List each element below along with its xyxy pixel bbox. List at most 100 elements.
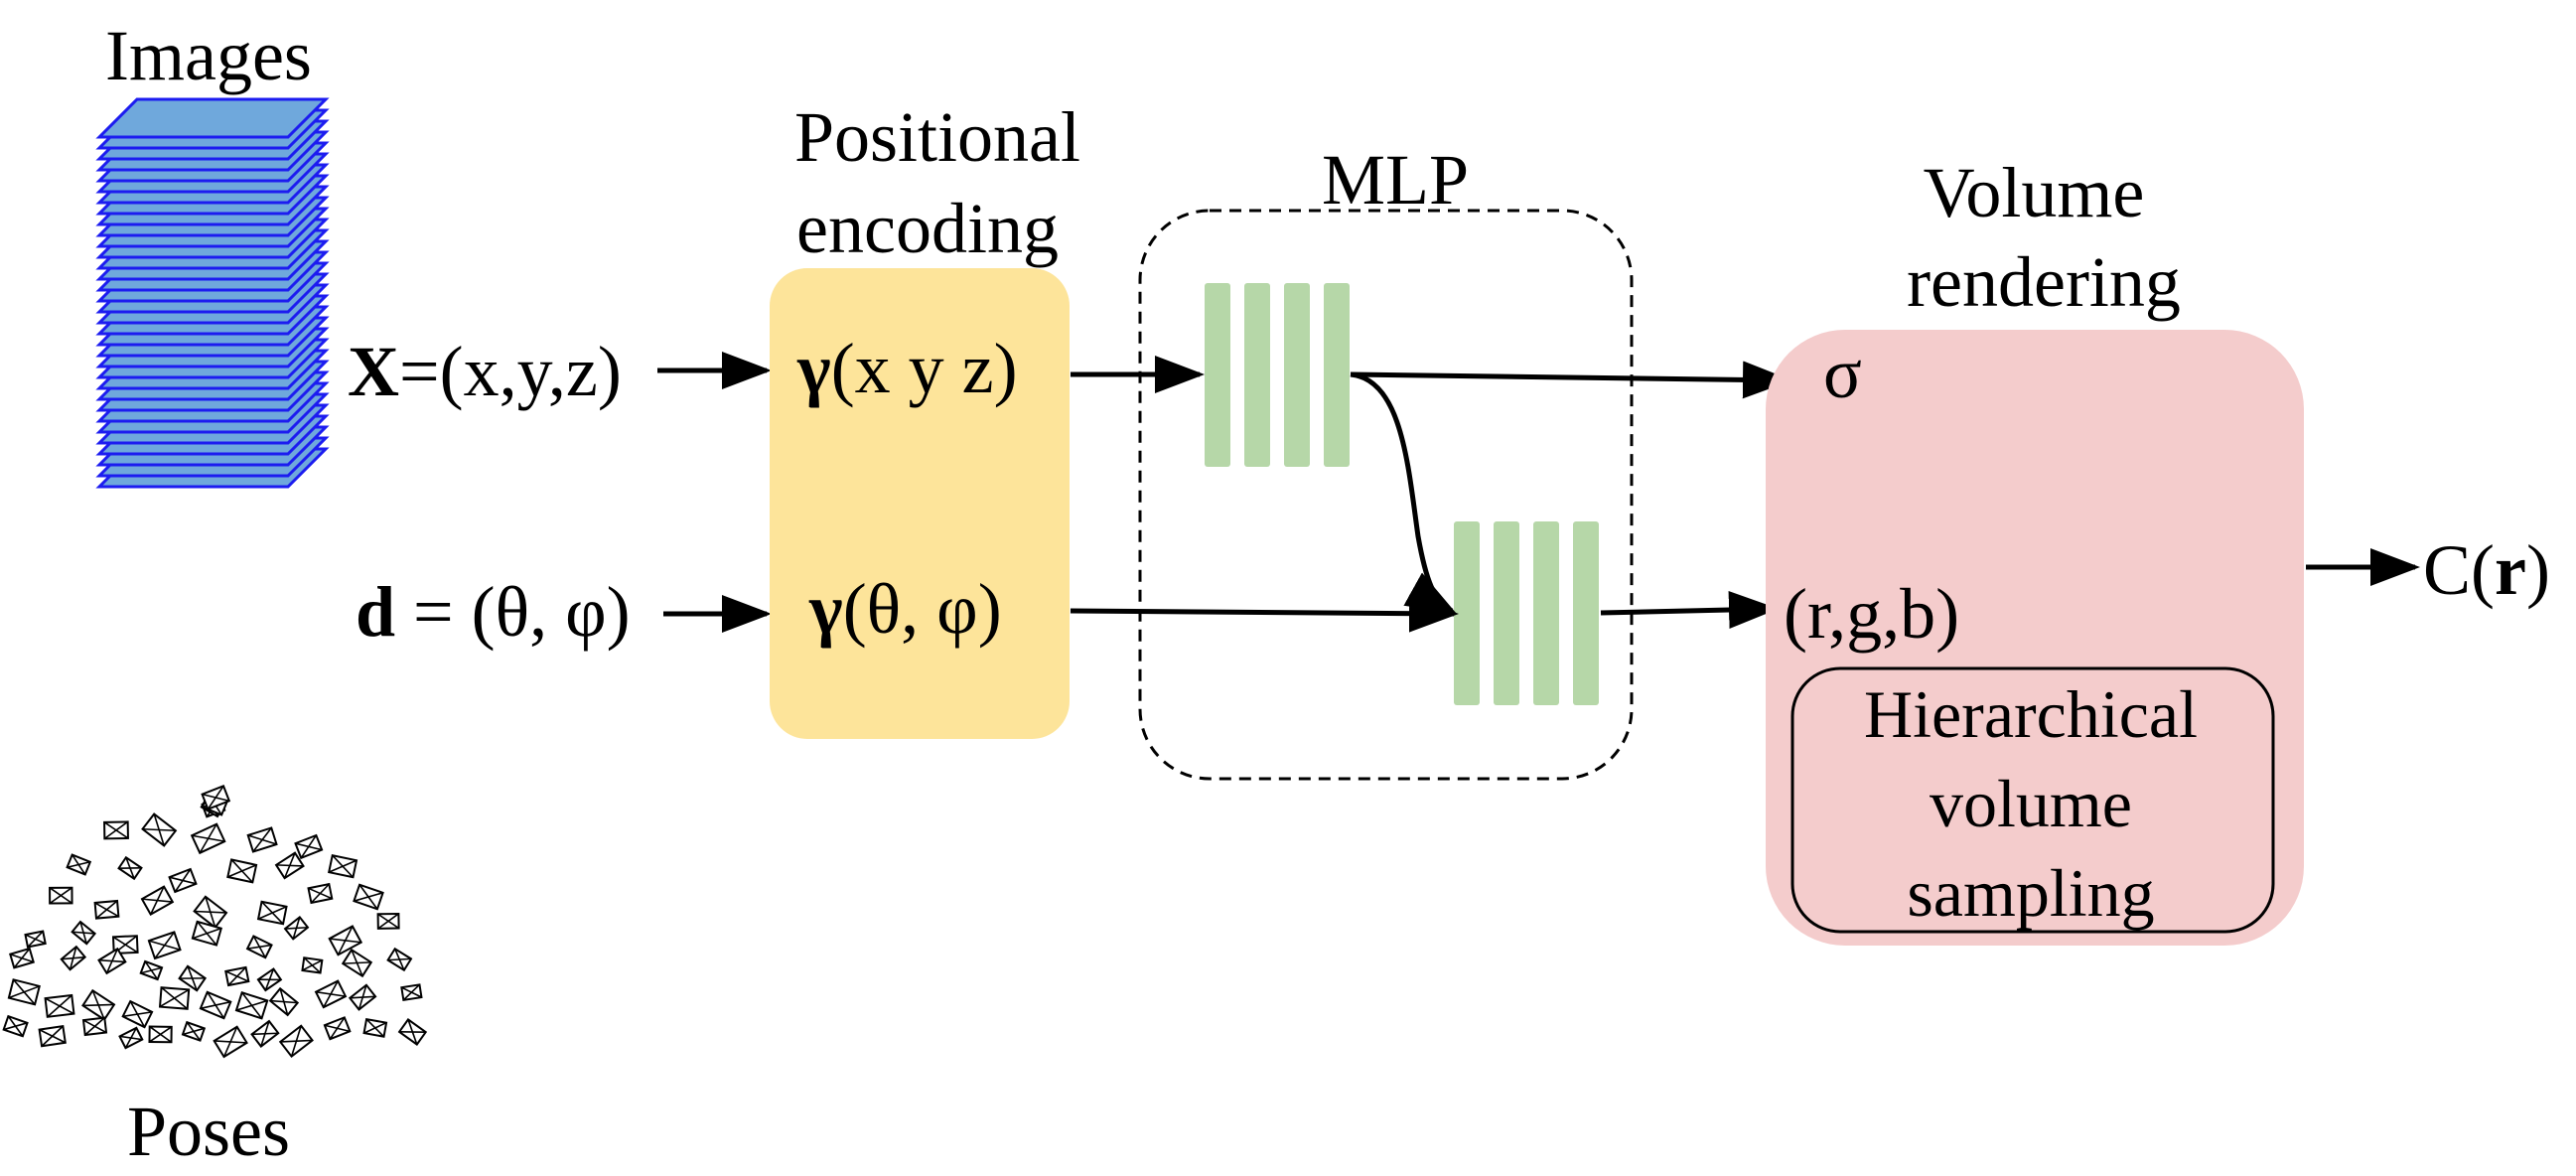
camera-pose-icon	[60, 945, 87, 971]
color-mlp-layer	[1494, 521, 1519, 705]
camera-pose-icon	[353, 883, 384, 911]
direction-input: d = (θ, φ)	[356, 572, 631, 652]
ray-symbol: r	[2495, 530, 2526, 610]
camera-pose-icon	[168, 867, 198, 894]
image-slice	[95, 97, 330, 139]
gamma-symbol: γ	[796, 329, 831, 408]
color-function-suffix: )	[2526, 530, 2550, 610]
camera-pose-icon	[256, 967, 283, 992]
sigma-output-label: σ	[1823, 334, 1862, 413]
camera-pose-icon	[201, 785, 231, 810]
camera-pose-icon	[348, 983, 377, 1011]
color-mlp-layer	[1573, 521, 1599, 705]
poses-label: Poses	[127, 1092, 290, 1171]
camera-pose-icon	[307, 882, 334, 905]
camera-pose-icon	[193, 895, 228, 930]
volume-rendering-title-line2: rendering	[1907, 242, 2181, 322]
color-function-prefix: C(	[2423, 530, 2495, 610]
camera-pose-icon	[81, 988, 116, 1021]
camera-pose-icon	[118, 1026, 144, 1050]
camera-pose-icon	[294, 833, 324, 860]
camera-pose-icon	[140, 885, 175, 916]
camera-pose-icon	[341, 948, 373, 978]
volume-rendering-title-line1: Volume	[1924, 153, 2145, 232]
camera-pose-icon	[181, 1020, 207, 1042]
camera-pose-icon	[397, 1018, 428, 1046]
camera-pose-icon	[141, 812, 178, 847]
camera-pose-icon	[38, 1025, 67, 1048]
color-mlp-layer	[1533, 521, 1559, 705]
camera-pose-icon	[81, 1016, 108, 1037]
camera-pose-icon	[9, 947, 35, 969]
direction-encoding-args: (θ, φ)	[843, 569, 1002, 649]
camera-pose-icon	[246, 826, 278, 853]
position-encoding-args: (x y z)	[831, 329, 1018, 408]
camera-pose-icon	[178, 964, 208, 992]
positional-encoding-box	[770, 268, 1070, 739]
mlp-region	[1138, 209, 1634, 781]
image-stack	[95, 97, 330, 489]
camera-pose-icon	[234, 991, 269, 1020]
camera-pose-icon	[256, 900, 288, 926]
mlp-layers	[1205, 283, 1599, 705]
camera-pose-icon	[213, 1025, 248, 1059]
position-input: X=(x,y,z)	[348, 332, 622, 411]
camera-pose-icon	[97, 947, 127, 975]
camera-pose-icon	[191, 920, 222, 947]
density-mlp-layer	[1324, 283, 1350, 467]
position-encoding-label: γ(x y z)	[796, 329, 1018, 408]
camera-pose-icon	[7, 978, 41, 1006]
camera-pose-icon	[103, 820, 129, 840]
positional-encoding-title-line2: encoding	[796, 189, 1059, 268]
volume-rendering-box	[1766, 330, 2304, 946]
direction-angles: = (θ, φ)	[395, 572, 631, 652]
camera-pose-icon	[323, 1016, 352, 1041]
hierarchical-sampling-box	[1790, 666, 2275, 934]
camera-pose-icon	[2, 1014, 29, 1038]
rgb-output-label: (r,g,b)	[1784, 574, 1959, 654]
camera-pose-icon	[93, 899, 120, 920]
camera-pose-icon	[328, 925, 363, 956]
camera-pose-icon	[66, 853, 92, 876]
camera-pose-icon	[400, 983, 423, 1002]
direction-encoding-to-color-branch-arrow	[1070, 594, 1459, 633]
camera-pose-icon	[314, 979, 348, 1009]
camera-pose-icon	[226, 858, 258, 884]
camera-pose-icon	[278, 1024, 314, 1059]
camera-pose-icon	[199, 990, 232, 1020]
camera-pose-icon	[139, 959, 164, 981]
camera-pose-icon	[71, 920, 97, 946]
images-label: Images	[105, 16, 312, 95]
direction-encoding-label: γ(θ, φ)	[808, 569, 1002, 649]
camera-pose-icon	[117, 855, 143, 881]
camera-pose-icon	[111, 935, 139, 956]
camera-pose-icon	[190, 822, 226, 855]
hierarchical-sampling-line3: sampling	[1907, 855, 2154, 931]
camera-pose-icon	[274, 851, 305, 880]
camera-pose-icon	[283, 915, 310, 941]
camera-pose-icon	[148, 1025, 173, 1044]
direction-symbol: d	[356, 572, 395, 652]
positional-encoding-title-line1: Positional	[794, 97, 1080, 177]
camera-pose-icon	[245, 935, 273, 959]
camera-pose-icon	[250, 1019, 280, 1048]
camera-pose-icon	[24, 930, 47, 949]
pixel-color-output: C(r)	[2423, 530, 2550, 610]
density-mlp-layer	[1205, 283, 1230, 467]
camera-pose-icon	[268, 986, 300, 1017]
gamma-symbol: γ	[808, 569, 843, 649]
camera-pose-icon	[121, 999, 154, 1029]
hierarchical-sampling-line1: Hierarchical	[1864, 676, 2198, 752]
camera-pose-icon	[327, 853, 358, 879]
color-branch-to-rgb-arrow	[1600, 591, 1779, 630]
camera-pose-icon	[224, 965, 250, 987]
feature-to-color-branch-arrow	[1350, 371, 1457, 614]
camera-pose-icon	[158, 986, 191, 1010]
camera-pose-icon	[44, 993, 75, 1018]
camera-pose-icon	[362, 1017, 388, 1038]
camera-pose-icon	[49, 886, 73, 905]
position-coords: =(x,y,z)	[399, 332, 622, 411]
camera-pose-icon	[386, 947, 413, 972]
hierarchical-sampling-line2: volume	[1930, 766, 2132, 841]
